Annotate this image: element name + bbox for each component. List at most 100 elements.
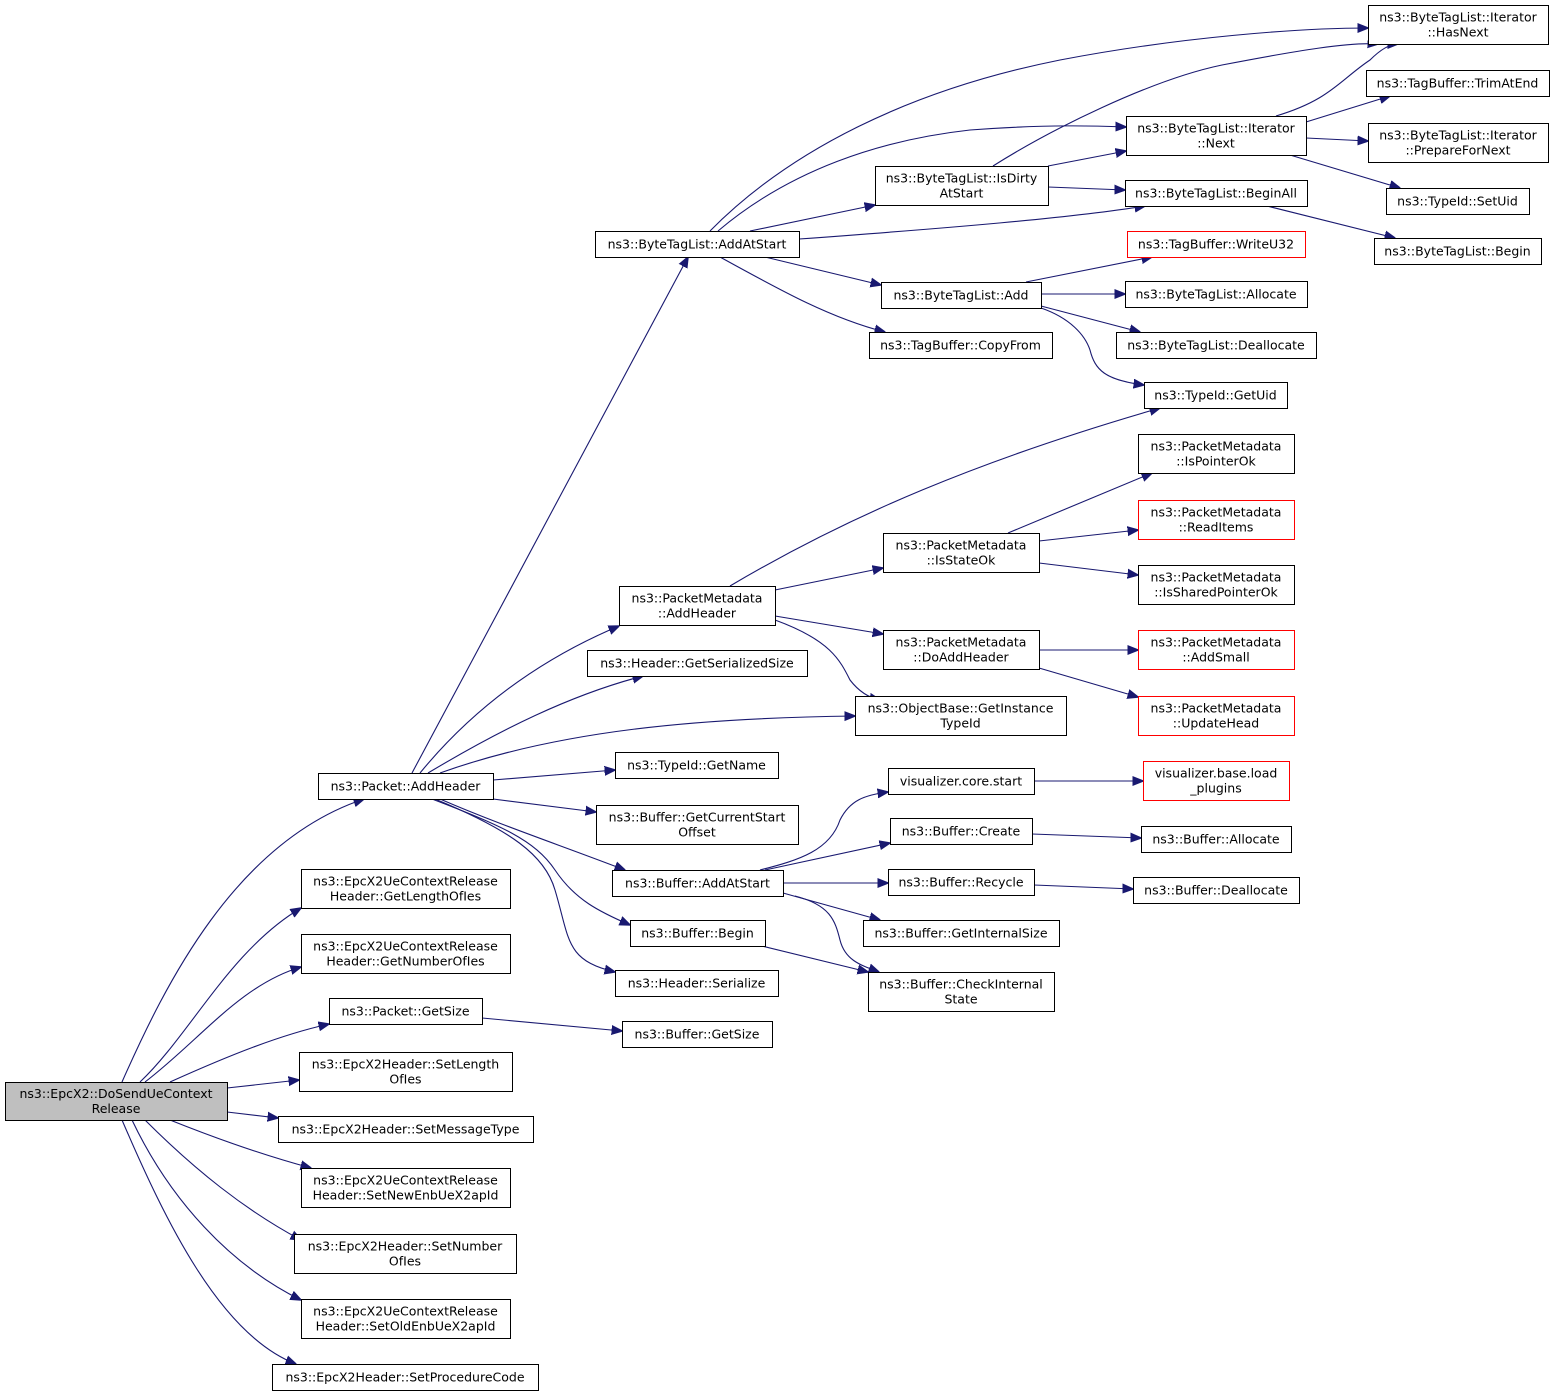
- call-edge-n20: [1047, 151, 1126, 167]
- function-node[interactable]: ns3::EpcX2UeContextReleaseHeader::SetOld…: [301, 1299, 511, 1339]
- function-node[interactable]: ns3::ByteTagList::Iterator::Next: [1126, 116, 1307, 156]
- call-edge-n0: [169, 1024, 329, 1083]
- call-edge-n21: [1040, 307, 1144, 385]
- function-node[interactable]: ns3::Buffer::Recycle: [888, 869, 1035, 896]
- function-node[interactable]: ns3::PacketMetadata::UpdateHead: [1138, 696, 1295, 736]
- node-box: [299, 1052, 513, 1092]
- function-node[interactable]: visualizer.base.load_plugins: [1143, 761, 1290, 801]
- call-edge-n1: [427, 676, 643, 774]
- node-box: [1143, 761, 1290, 801]
- function-node[interactable]: ns3::ByteTagList::Iterator::HasNext: [1368, 5, 1549, 45]
- node-label: visualizer.base.load: [1155, 766, 1278, 781]
- node-label: ns3::TypeId::GetUid: [1154, 388, 1276, 403]
- node-label: ns3::Header::Serialize: [628, 976, 766, 991]
- node-box: [1138, 565, 1295, 605]
- function-node[interactable]: ns3::Buffer::AddAtStart: [612, 870, 784, 897]
- call-edge-n0: [144, 1119, 301, 1240]
- function-node[interactable]: ns3::PacketMetadata::AddHeader: [619, 586, 776, 626]
- call-edge-n24: [1038, 667, 1138, 697]
- node-label: ns3::EpcX2Header::SetNumber: [308, 1239, 503, 1254]
- function-node[interactable]: ns3::ByteTagList::Begin: [1374, 238, 1542, 265]
- node-box: [622, 1021, 773, 1048]
- function-node[interactable]: ns3::Header::GetSerializedSize: [587, 650, 808, 677]
- function-node[interactable]: ns3::PacketMetadata::IsSharedPointerOk: [1138, 565, 1295, 605]
- node-box: [883, 533, 1040, 573]
- node-label: ns3::ByteTagList::BeginAll: [1135, 186, 1297, 201]
- node-label: ns3::PacketMetadata: [1151, 439, 1282, 454]
- call-edge-n1: [434, 798, 615, 972]
- node-box: [272, 1364, 539, 1391]
- function-node[interactable]: ns3::TagBuffer::CopyFrom: [869, 332, 1053, 359]
- node-label: ns3::Buffer::AddAtStart: [625, 876, 770, 891]
- call-edge-n12: [774, 568, 883, 591]
- function-node[interactable]: ns3::ByteTagList::Deallocate: [1116, 332, 1317, 359]
- node-box: [1366, 70, 1550, 97]
- function-node[interactable]: ns3::Header::Serialize: [615, 970, 779, 997]
- function-node[interactable]: ns3::Buffer::Deallocate: [1133, 877, 1300, 904]
- node-label: ns3::EpcX2Header::SetProcedureCode: [285, 1370, 524, 1385]
- node-label: ns3::PacketMetadata: [896, 538, 1027, 553]
- function-node[interactable]: ns3::PacketMetadata::IsPointerOk: [1138, 434, 1295, 474]
- node-label: OfIes: [389, 1254, 421, 1269]
- function-node[interactable]: ns3::EpcX2UeContextReleaseHeader::GetNum…: [301, 934, 511, 974]
- function-node[interactable]: ns3::TagBuffer::TrimAtEnd: [1366, 70, 1550, 97]
- node-label: ::IsSharedPointerOk: [1154, 585, 1278, 600]
- function-node[interactable]: ns3::PacketMetadata::ReadItems: [1138, 500, 1295, 540]
- call-edge-n1: [492, 798, 596, 812]
- function-node[interactable]: ns3::TypeId::GetUid: [1144, 382, 1288, 409]
- function-node[interactable]: ns3::ByteTagList::Add: [881, 282, 1042, 309]
- function-node[interactable]: ns3::PacketMetadata::IsStateOk: [883, 533, 1040, 573]
- function-node[interactable]: ns3::Packet::GetSize: [329, 998, 483, 1025]
- node-label: ns3::ObjectBase::GetInstance: [868, 701, 1054, 716]
- node-box: [888, 768, 1035, 795]
- function-node[interactable]: ns3::TypeId::GetName: [615, 752, 779, 779]
- node-box: [1138, 434, 1295, 474]
- call-edge-n1: [419, 626, 619, 774]
- node-label: ns3::PacketMetadata: [632, 591, 763, 606]
- function-node[interactable]: ns3::ByteTagList::BeginAll: [1125, 180, 1308, 207]
- node-box: [1374, 238, 1542, 265]
- function-node[interactable]: visualizer.core.start: [888, 768, 1035, 795]
- function-node[interactable]: ns3::PacketMetadata::AddSmall: [1138, 630, 1295, 670]
- function-node[interactable]: ns3::PacketMetadata::DoAddHeader: [883, 630, 1040, 670]
- node-label: TypeId: [939, 716, 980, 731]
- function-node[interactable]: ns3::Buffer::Allocate: [1141, 826, 1292, 853]
- function-node[interactable]: ns3::TagBuffer::WriteU32: [1127, 231, 1306, 258]
- function-node[interactable]: ns3::EpcX2Header::SetProcedureCode: [272, 1364, 539, 1391]
- node-label: ns3::EpcX2Header::SetLength: [312, 1057, 499, 1072]
- function-node[interactable]: ns3::Buffer::Begin: [630, 920, 766, 947]
- function-node[interactable]: ns3::ByteTagList::Iterator::PrepareForNe…: [1368, 123, 1549, 163]
- function-node[interactable]: ns3::Buffer::GetInternalSize: [863, 920, 1060, 947]
- node-label: ns3::Buffer::Begin: [641, 926, 754, 941]
- node-label: ns3::ByteTagList::Allocate: [1135, 287, 1296, 302]
- node-label: Header::GetLengthOfIes: [330, 889, 481, 904]
- node-label: ::AddHeader: [658, 606, 737, 621]
- node-label: ns3::EpcX2UeContextRelease: [313, 939, 498, 954]
- node-label: ns3::TagBuffer::WriteU32: [1138, 237, 1294, 252]
- function-node[interactable]: ns3::EpcX2UeContextReleaseHeader::GetLen…: [301, 869, 511, 909]
- function-node[interactable]: ns3::Buffer::Create: [890, 818, 1033, 845]
- node-box: [630, 920, 766, 947]
- function-node[interactable]: ns3::EpcX2Header::SetMessageType: [278, 1116, 534, 1143]
- node-label: ns3::TagBuffer::CopyFrom: [880, 338, 1041, 353]
- function-node[interactable]: ns3::Buffer::GetSize: [622, 1021, 773, 1048]
- node-label: ns3::Buffer::GetInternalSize: [874, 926, 1047, 941]
- node-box: [1125, 281, 1308, 308]
- function-node[interactable]: ns3::ByteTagList::AddAtStart: [595, 231, 800, 258]
- call-edge-n17: [761, 945, 868, 972]
- function-node[interactable]: ns3::TypeId::SetUid: [1386, 188, 1530, 215]
- function-node[interactable]: ns3::ByteTagList::Allocate: [1125, 281, 1308, 308]
- call-edge-n0: [121, 799, 364, 1083]
- function-node[interactable]: ns3::Packet::AddHeader: [318, 773, 494, 800]
- call-edge-n1: [431, 798, 630, 925]
- function-node[interactable]: ns3::EpcX2UeContextReleaseHeader::SetNew…: [301, 1168, 511, 1208]
- call-edge-n0: [131, 1119, 301, 1300]
- node-box: [875, 166, 1049, 206]
